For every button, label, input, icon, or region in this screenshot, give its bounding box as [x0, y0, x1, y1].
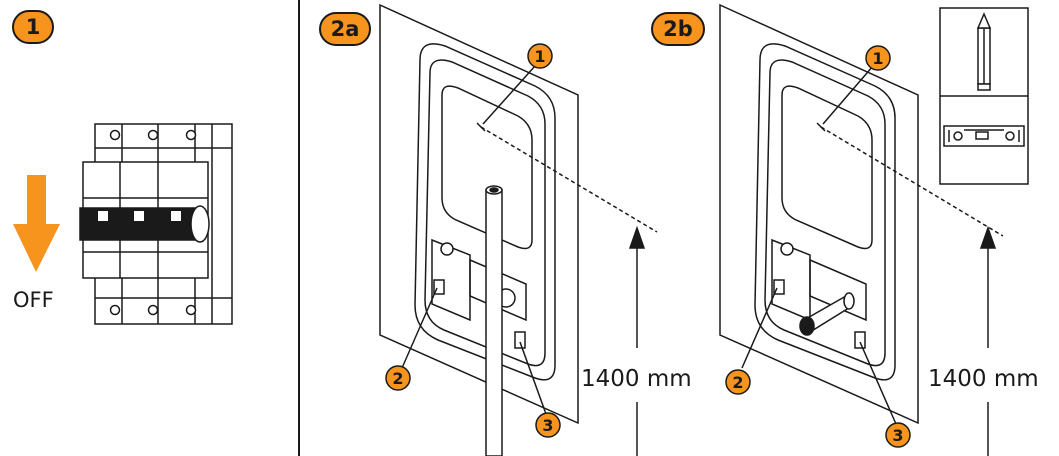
height-arrow-icon	[979, 225, 997, 456]
step2a-badge: 2a	[319, 12, 371, 46]
step2b-panel: 2b 1400 mm 1	[651, 3, 1039, 456]
mounting-template	[379, 3, 579, 425]
svg-text:1: 1	[26, 15, 41, 39]
step1-badge: 1	[12, 10, 54, 44]
height-arrow-icon	[628, 225, 646, 456]
crosshair-mark	[816, 122, 826, 132]
height-label: 1400 mm	[928, 366, 1039, 392]
conduit-pipe-icon	[799, 292, 855, 336]
mounting-template	[719, 3, 919, 425]
svg-text:1: 1	[872, 49, 883, 68]
marker-3: 3	[535, 412, 561, 438]
marker-2: 2	[385, 365, 411, 391]
off-label: OFF	[13, 288, 54, 312]
step2b-badge: 2b	[651, 12, 705, 46]
svg-text:2a: 2a	[331, 17, 360, 41]
pencil-icon	[976, 12, 992, 91]
cable-icon	[485, 185, 503, 456]
horizontal-guide-line	[480, 126, 658, 233]
tools-panel	[939, 7, 1029, 185]
svg-text:2: 2	[392, 369, 403, 388]
step1-panel: 1 OFF	[12, 10, 233, 325]
svg-text:3: 3	[892, 426, 903, 445]
crosshair-mark	[476, 122, 486, 132]
horizontal-guide-line	[820, 126, 1004, 237]
marker-2: 2	[725, 369, 751, 395]
svg-text:1: 1	[534, 47, 545, 66]
step2a-panel: 2a 1400 mm	[319, 3, 692, 456]
marker-1: 1	[527, 43, 553, 69]
height-label: 1400 mm	[581, 366, 692, 392]
svg-text:2b: 2b	[663, 17, 693, 41]
svg-text:2: 2	[732, 373, 743, 392]
marker-3: 3	[885, 422, 911, 448]
marker-1: 1	[865, 45, 891, 71]
arrow-down-icon	[13, 175, 60, 272]
circuit-breaker-icon	[79, 123, 233, 325]
spirit-level-icon	[943, 125, 1025, 147]
svg-text:3: 3	[542, 416, 553, 435]
